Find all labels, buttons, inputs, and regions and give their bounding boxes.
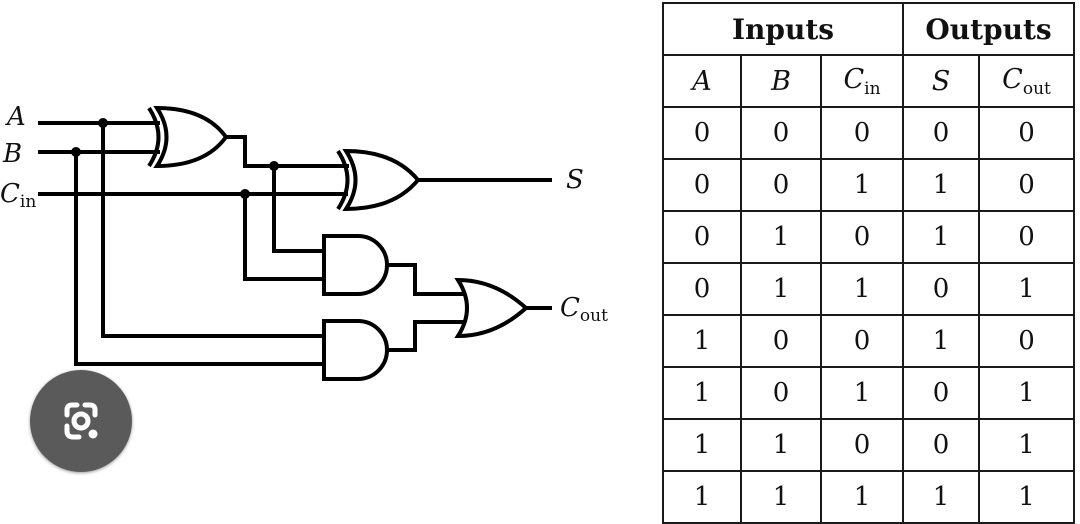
group-header-row: Inputs Outputs [662,2,1075,56]
cell-cout: 0 [978,314,1075,368]
cell-a: 1 [662,470,742,524]
cell-a: 0 [662,262,742,316]
xor-gate-2 [336,148,421,212]
output-label-cout: Cout [560,293,608,326]
cell-s: 0 [902,106,980,160]
cell-cout: 1 [978,366,1075,420]
lens-icon [64,402,98,440]
or-gate [454,277,529,339]
column-header-a: A [662,54,742,108]
group-header-outputs: Outputs [902,2,1075,56]
cell-cin: 0 [820,210,904,264]
and-gate-1 [322,234,389,296]
cell-b: 0 [740,158,822,212]
cell-s: 1 [902,470,980,524]
cell-cout: 1 [978,262,1075,316]
cell-cin: 0 [820,106,904,160]
wires [38,121,552,366]
cell-cout: 1 [978,418,1075,472]
cell-cout: 1 [978,470,1075,524]
cell-cin: 1 [820,366,904,420]
column-header-cout: Cout [978,54,1075,108]
column-header-cin: Cin [820,54,904,108]
cell-s: 0 [902,262,980,316]
cell-a: 1 [662,366,742,420]
cell-cout: 0 [978,158,1075,212]
cell-cout: 0 [978,210,1075,264]
cell-cin: 1 [820,470,904,524]
cell-cout: 0 [978,106,1075,160]
cell-a: 0 [662,158,742,212]
xor-gate-1 [147,105,229,169]
cell-b: 0 [740,314,822,368]
cell-cin: 0 [820,314,904,368]
cell-a: 0 [662,106,742,160]
cell-s: 1 [902,158,980,212]
cell-cin: 1 [820,262,904,316]
cell-b: 1 [740,262,822,316]
lens-search-button[interactable] [30,370,132,472]
cell-b: 0 [740,106,822,160]
column-header-s: S [902,54,980,108]
cell-cin: 1 [820,158,904,212]
junction-dots [71,118,279,199]
full-adder-circuit: A B Cin S Cout [0,102,608,381]
input-label-b: B [2,139,22,169]
output-label-s: S [566,165,584,195]
column-header-row: A B Cin S Cout [662,54,1075,108]
cell-s: 1 [902,210,980,264]
cell-s: 1 [902,314,980,368]
cell-b: 0 [740,366,822,420]
cell-b: 1 [740,418,822,472]
cell-a: 1 [662,314,742,368]
cell-s: 0 [902,418,980,472]
cell-cin: 0 [820,418,904,472]
column-header-b: B [740,54,822,108]
cell-a: 0 [662,210,742,264]
cell-a: 1 [662,418,742,472]
cell-s: 0 [902,366,980,420]
input-label-cin: Cin [0,179,36,212]
group-header-inputs: Inputs [662,2,904,56]
input-label-a: A [5,102,26,132]
cell-b: 1 [740,470,822,524]
and-gate-2 [322,319,389,381]
cell-b: 1 [740,210,822,264]
